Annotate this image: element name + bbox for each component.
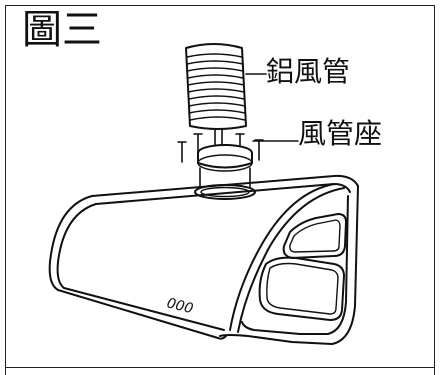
figure-title: 圖三 — [22, 7, 102, 53]
label-duct-seat: 風管座 — [298, 117, 383, 150]
control-indicators: 000 — [165, 295, 195, 317]
aluminum-duct — [185, 43, 247, 147]
frame-bottom-edge — [5, 367, 435, 375]
range-hood-body — [48, 174, 359, 345]
label-aluminum-duct: 鋁風管 — [266, 55, 351, 88]
duct-seat — [194, 144, 256, 200]
